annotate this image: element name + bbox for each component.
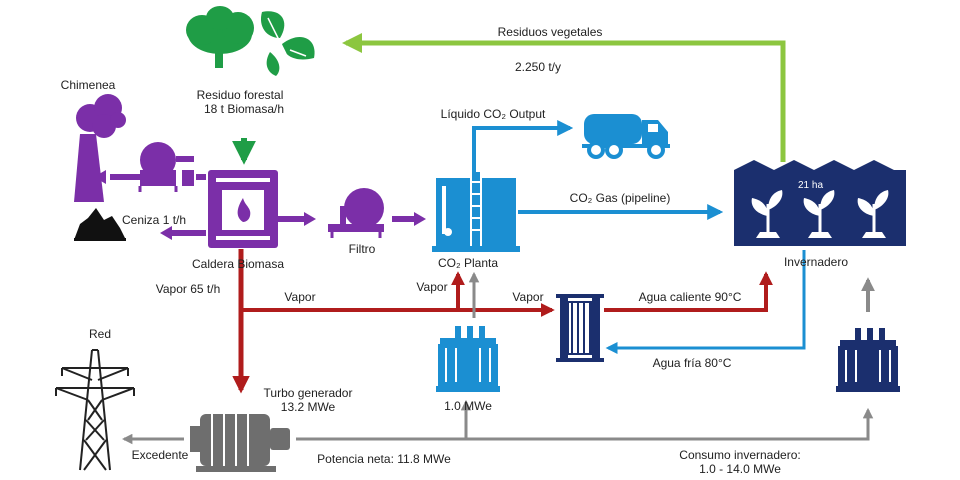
label-steam-to-co2: Vapor (416, 280, 448, 294)
flow-hot-water (604, 271, 773, 312)
label-co2-plant: CO₂ Planta (437, 256, 499, 270)
value-vegetal-residue: 2.250 t/y (514, 60, 562, 74)
label-greenhouse-consumption: Consumo invernadero: (679, 448, 801, 462)
label-steam-to-exchanger: Vapor (512, 290, 544, 304)
flow-cold-water (605, 250, 806, 354)
plant-icon (857, 190, 889, 238)
power-pylon-icon (55, 349, 135, 471)
label-liquid-co2: Líquido CO₂ Output (440, 107, 546, 121)
label-vegetal-residue: Residuos vegetales (497, 25, 603, 39)
filter-icon (328, 188, 384, 238)
label-cold-water: Agua fría 80°C (652, 356, 732, 370)
heat-exchanger-icon (556, 294, 604, 362)
value-forest-biomass: 18 t Biomasa/h (203, 102, 285, 116)
turbine-generator-icon (190, 414, 290, 472)
label-surplus: Excedente (131, 448, 189, 462)
boiler-icon (208, 170, 278, 248)
leaves-icon (260, 11, 315, 76)
label-steam-branch: Vapor (284, 290, 316, 304)
transformer-icon (436, 326, 500, 392)
label-grid: Red (88, 327, 112, 341)
label-greenhouse: Invernadero (783, 255, 849, 269)
label-turbine: Turbo generador (263, 386, 353, 400)
flow-ash (160, 226, 206, 240)
value-greenhouse-consumption: 1.0 - 14.0 MWe (699, 462, 781, 476)
chimney-icon (74, 94, 126, 202)
label-co2-gas: CO₂ Gas (pipeline) (569, 191, 671, 205)
label-ash: Ceniza 1 t/h (122, 213, 187, 227)
label-steam-output: Vapor 65 t/h (155, 282, 221, 296)
tanker-truck-icon (582, 114, 670, 159)
plant-icon (803, 190, 835, 238)
transformer-icon (836, 328, 900, 392)
label-chimney: Chimenea (60, 78, 116, 92)
label-boiler: Caldera Biomasa (191, 257, 285, 271)
flow-steam (232, 249, 555, 394)
greenhouse-icon (734, 160, 906, 246)
co2-plant-icon (432, 172, 520, 252)
value-turbine: 13.2 MWe (280, 400, 336, 414)
label-net-power: Potencia neta: 11.8 MWe (317, 452, 451, 466)
label-greenhouse-area: 21 ha (798, 180, 824, 191)
flow-vegetal-residue (342, 33, 786, 162)
value-plant-transformer: 1.0 MWe (444, 399, 492, 413)
label-filter: Filtro (348, 242, 376, 256)
ash-pile-icon (74, 208, 126, 241)
flow-liquid-co2 (472, 120, 574, 178)
flow-boiler-to-filter (278, 212, 316, 226)
blower-icon (138, 142, 194, 192)
flow-filter-to-co2 (392, 212, 426, 226)
label-hot-water: Agua caliente 90°C (638, 290, 742, 304)
plant-icon (751, 190, 783, 238)
label-forest-residue: Residuo forestal (196, 88, 284, 102)
tree-icon (186, 6, 254, 68)
flow-power (121, 271, 875, 445)
